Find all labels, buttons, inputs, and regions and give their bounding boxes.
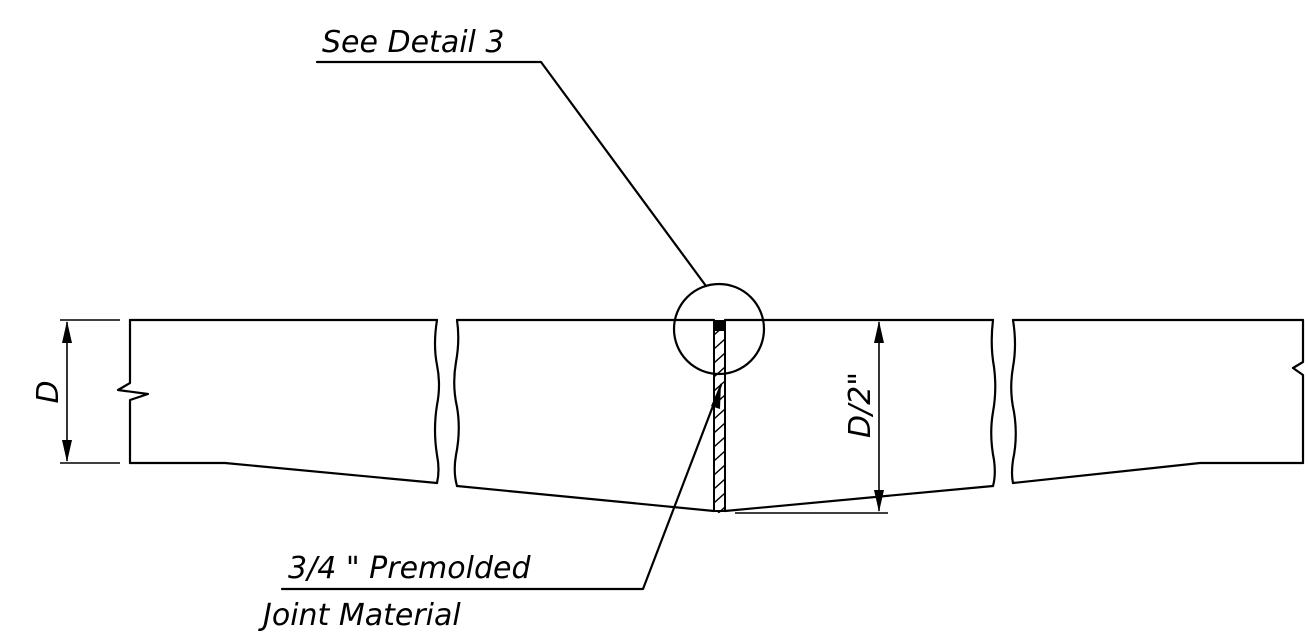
half-depth-dimension: D/2" xyxy=(735,321,888,514)
detail-callout: See Detail 3 xyxy=(315,25,766,376)
joint-material-callout: 3/4 " Premolded Joint Material xyxy=(258,383,723,633)
depth-arrow-bottom xyxy=(62,440,72,462)
joint-leader-line xyxy=(280,383,723,591)
joint-leader-arrowhead xyxy=(711,383,721,409)
slab-segment-left xyxy=(116,318,441,485)
slab-segment-center-right xyxy=(723,318,997,513)
premolded-label-line1: 3/4 " Premolded xyxy=(288,551,531,586)
depth-label: D xyxy=(31,380,66,403)
half-depth-arrow-top xyxy=(874,321,884,343)
depth-arrow-top xyxy=(62,321,72,343)
see-detail-label: See Detail 3 xyxy=(322,25,505,60)
depth-dimension: D xyxy=(31,319,120,464)
premolded-joint-material xyxy=(713,320,726,513)
half-depth-label: D/2" xyxy=(843,372,878,438)
slab-segment-right xyxy=(1010,318,1305,485)
joint-sealant xyxy=(715,321,724,331)
slab-segment-center-left xyxy=(453,318,716,513)
detail-leader-line xyxy=(315,60,708,288)
half-depth-arrow-bottom xyxy=(874,490,884,512)
premolded-label-line2: Joint Material xyxy=(258,598,461,633)
detail-circle xyxy=(672,282,766,376)
